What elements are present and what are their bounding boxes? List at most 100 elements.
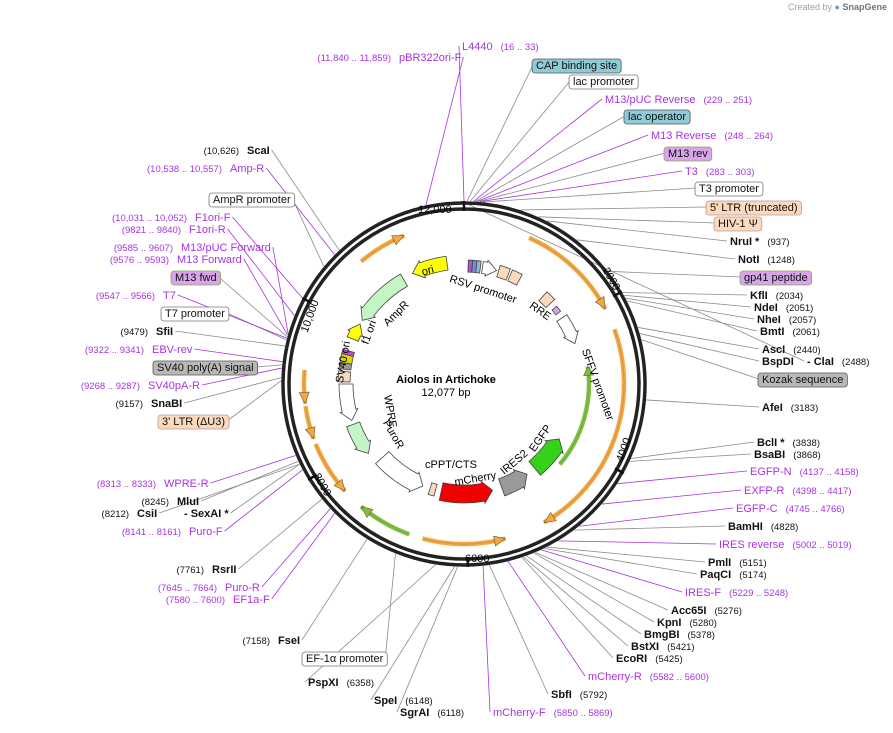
orf-arrow-green	[558, 366, 592, 466]
label-box-58	[152, 360, 259, 376]
map-label-1: L4440 (16 .. 33)	[462, 41, 539, 53]
map-label-49: RsrII(7761)	[177, 564, 237, 576]
label-coord-50: (8141 .. 8161)	[122, 527, 181, 538]
leader-line-4	[473, 98, 603, 202]
label-box-61	[160, 306, 230, 322]
label-text-39: mCherry-R	[588, 671, 642, 683]
leader-line-17	[625, 297, 755, 320]
leader-line-39	[507, 561, 586, 677]
leader-line-18	[626, 300, 758, 332]
label-text-21: - ClaI	[807, 356, 834, 368]
label-text-58: SV40 poly(A) signal	[157, 362, 254, 374]
leader-line-51	[159, 463, 300, 514]
label-coord-1: (16 .. 33)	[501, 42, 539, 53]
map-label-3: lac promoter	[568, 74, 639, 90]
credit-prefix: Created by	[787, 2, 833, 12]
map-label-44: PspXI (6358)	[308, 677, 374, 689]
label-text-24: BclI *	[757, 437, 785, 449]
map-label-6: M13 Reverse(248 .. 264)	[651, 130, 773, 142]
label-coord-33: (5229 .. 5248)	[729, 588, 788, 599]
leader-line-64	[243, 258, 289, 336]
label-coord-64: (9576 .. 9593)	[110, 255, 169, 266]
leader-line-43	[370, 566, 455, 701]
label-box-68	[208, 192, 296, 208]
label-text-31: PmlI	[708, 557, 731, 569]
feature-hiv-psi	[507, 269, 523, 286]
label-coord-13: (1248)	[767, 255, 794, 266]
map-label-15: KflI(2034)	[750, 290, 803, 302]
leader-line-67	[232, 216, 303, 299]
label-coord-27: (4398 .. 4417)	[792, 486, 851, 497]
label-text-26: EGFP-N	[750, 466, 792, 478]
map-label-58: SV40 poly(A) signal	[152, 360, 259, 376]
leader-line-28	[579, 507, 734, 527]
label-coord-0: (11,840 .. 11,859)	[317, 53, 391, 64]
label-text-44: PspXI	[308, 677, 339, 689]
tick-4000	[614, 467, 625, 475]
leader-line-66	[227, 228, 295, 316]
map-label-51: CsiI(8212)	[102, 508, 158, 520]
map-label-23: AfeI(3183)	[762, 402, 818, 414]
map-label-0: pBR322ori-F (11,840 .. 11,859)	[317, 52, 461, 64]
label-text-20: BspDI	[762, 356, 794, 368]
label-text-52: - SexAI *	[184, 508, 229, 520]
leader-line-33	[541, 549, 683, 593]
leader-line-63	[218, 276, 288, 337]
label-text-6: M13 Reverse	[651, 130, 716, 142]
label-text-0: pBR322ori-F	[399, 52, 462, 64]
label-text-1: L4440	[462, 41, 493, 53]
map-label-11: HIV-1 Ψ	[713, 216, 763, 232]
map-label-63: M13 fwd	[170, 270, 221, 286]
feature-egfp	[528, 438, 564, 476]
leader-line-70	[271, 149, 340, 251]
map-label-26: EGFP-N(4137 .. 4158)	[750, 466, 859, 478]
label-coord-47: (7580 .. 7600)	[166, 595, 225, 606]
label-text-3: lac promoter	[573, 76, 634, 88]
map-label-19: AscI(2440)	[762, 344, 821, 356]
label-box-55	[157, 414, 230, 430]
map-label-34: Acc65I(5276)	[671, 605, 742, 617]
feature-ori	[411, 255, 449, 279]
leader-line-8	[479, 170, 683, 203]
map-label-57: SV40pA-R(9268 .. 9287)	[81, 380, 200, 392]
map-label-61: T7 promoter	[160, 306, 230, 322]
label-text-16: NdeI	[754, 302, 778, 314]
map-label-35: KpnI(5280)	[657, 617, 717, 629]
map-label-22: Kozak sequence	[757, 372, 848, 388]
label-coord-44: (6358)	[347, 678, 374, 689]
map-label-53: MluI(8245)	[142, 496, 199, 508]
outer-labels: pBR322ori-F (11,840 .. 11,859) L4440 (16 ..…	[81, 41, 870, 719]
label-text-7: M13 rev	[668, 148, 708, 160]
map-label-7: M13 rev	[663, 146, 713, 162]
map-label-70: ScaI(10,626)	[204, 145, 270, 157]
label-box-2	[531, 58, 622, 74]
leader-line-15	[622, 292, 748, 296]
label-text-38: EcoRI	[616, 653, 647, 665]
leader-line-45	[384, 553, 396, 659]
label-box-9	[694, 181, 764, 197]
leader-line-1	[458, 45, 465, 202]
orf-arrow-long-1-head	[543, 511, 557, 523]
label-text-2: CAP binding site	[536, 60, 617, 72]
map-label-64: M13 Forward(9576 .. 9593)	[110, 254, 242, 266]
label-coord-8: (283 .. 303)	[706, 167, 755, 178]
leader-line-46	[301, 538, 368, 641]
label-coord-66: (9821 .. 9840)	[122, 225, 181, 236]
leader-line-25	[629, 453, 752, 462]
leader-line-56	[184, 377, 282, 404]
map-label-2: CAP binding site	[531, 58, 622, 74]
feature-label-f1-ori: f1 ori	[360, 319, 380, 346]
label-text-27: EXFP-R	[744, 485, 784, 497]
map-label-30: IRES reverse(5002 .. 5019)	[719, 539, 852, 551]
map-label-16: NdeI(2051)	[754, 302, 813, 314]
leader-line-59	[194, 348, 283, 363]
label-text-55: 3' LTR (ΔU3)	[162, 416, 225, 428]
feature-gp41	[551, 305, 562, 316]
label-text-8: T3	[685, 166, 698, 178]
leader-line-9	[483, 187, 697, 203]
label-coord-18: (2061)	[792, 327, 819, 338]
label-coord-31: (5151)	[739, 558, 766, 569]
map-label-33: IRES-F(5229 .. 5248)	[685, 587, 788, 599]
label-text-51: CsiI	[137, 508, 157, 520]
label-text-29: BamHI	[728, 521, 763, 533]
